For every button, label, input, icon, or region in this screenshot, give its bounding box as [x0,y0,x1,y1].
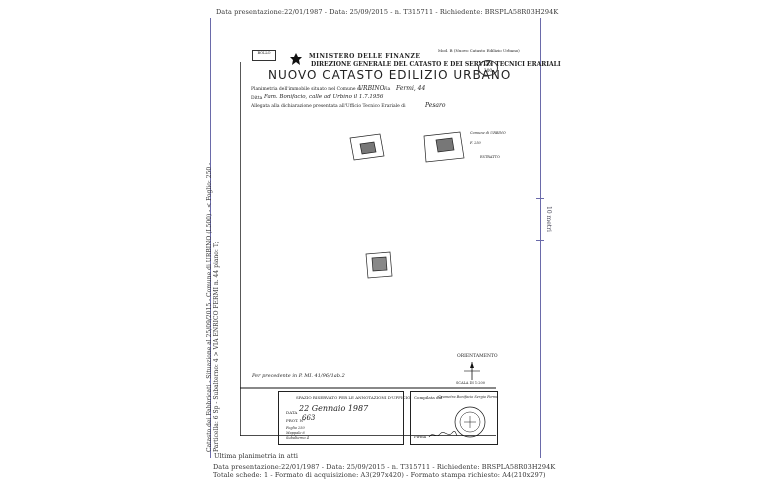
ditta-label: Ditta [251,96,263,101]
allegata-label: Allegata alla dichiarazione presentata a… [251,104,406,109]
svg-text:Comune di URBINO: Comune di URBINO [470,131,506,135]
form-sheet [240,62,496,436]
detail-2: Mappale 6 [286,431,305,435]
office-annotations-box [278,391,404,445]
date-label: DATA [286,410,298,415]
svg-text:F. 250: F. 250 [469,141,482,145]
date-value: 22 Gennaio 1987 [299,404,369,413]
compiler-label: Compilata dal [414,395,443,400]
via-label: Via [383,87,391,92]
signature-label: Firma [414,434,427,439]
detail-3: Subalterno 4 [286,436,309,440]
scale-label: 10 metri [526,206,556,232]
ufficio-value: Pesaro [425,102,446,109]
via-value: Fermi, 44 [396,85,426,92]
compiler-value: Geometra Bonifacio Sergio Fermi [438,395,498,399]
scale-text: SCALA DI 1:200 [456,381,485,385]
compiler-box [410,391,498,445]
svg-text:ESTRATTO: ESTRATTO [480,155,500,159]
ministry-name: MINISTERO DELLE FINANZE [309,53,421,60]
official-seal [454,406,486,438]
comune-value: URBINO [358,85,385,92]
caption: Ultima planimetria in atti [214,452,298,460]
header-line: Data presentazione:22/01/1987 - Data: 25… [216,8,559,16]
signature-scribble [428,431,458,438]
handwritten-note: Per precedente in P. MI. 41/96/1ab.2 [252,373,345,379]
scale-label-text: 10 metri [545,206,552,232]
form-title: NUOVO CATASTO EDILIZIO URBANO [268,68,512,82]
emblem-icon [290,53,302,65]
side-caption: Catasto dei Fabbricati - Situazione al 2… [206,162,220,452]
planimetria-label: Planimetria dell'immobile situato nel Co… [251,87,362,92]
protocol-label: PROT. N° [286,418,306,423]
footer-line-1: Data presentazione:22/01/1987 - Data: 25… [213,463,556,471]
orientation-label: ORIENTAMENTO [457,354,498,359]
right-margin-line [540,18,541,458]
ditta-value: Fam. Bonifacio, calle ad Urbino il 1.7.1… [264,94,384,100]
directorate-name: DIREZIONE GENERALE DEL CATASTO E DEI SER… [311,61,561,68]
stamp-box: BOLLO [252,50,276,61]
left-margin-line [210,18,211,458]
scale-tick-bottom [536,240,544,241]
protocol-value: 663 [302,414,316,422]
footer-line-2: Totale schede: 1 - Formato di acquisizio… [213,471,546,479]
floor-plan-drawing: Comune di URBINO F. 250 ESTRATTO [349,131,506,279]
reserved-label: SPAZIO RISERVATO PER LE ANNOTAZIONI D'UF… [296,395,411,400]
model-label: Mod. B (Nuovo Catasto Edilizio Urbano) [438,48,520,53]
compass-icon [464,362,480,380]
fee-stamp: Lire 200 [478,60,498,76]
scale-tick-top [536,198,544,199]
detail-1: Foglio 250 [286,426,305,430]
